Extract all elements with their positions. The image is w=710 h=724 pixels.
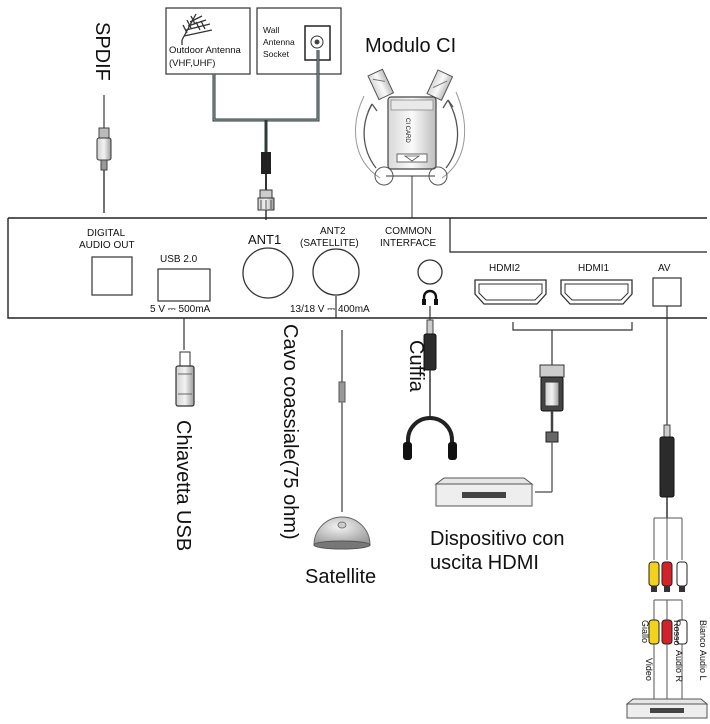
- headphone-port: [417, 259, 443, 285]
- rca-plugs-upper: [648, 561, 688, 592]
- outdoor-antenna-label: Outdoor Antenna: [169, 45, 242, 56]
- audio-l-label: Audio L: [698, 650, 708, 681]
- common-interface-label-1: COMMON: [385, 226, 432, 237]
- ci-card-label: CI CARD: [404, 118, 410, 143]
- ant2-port: [312, 248, 360, 296]
- chiavetta-usb-label: Chiavetta USB: [172, 420, 194, 551]
- spdif-label: SPDIF: [91, 22, 113, 81]
- av-port: [652, 277, 682, 307]
- usb-port: [157, 268, 211, 302]
- ci-module: Modulo CI CI CARD: [355, 35, 466, 218]
- hdmi1-label: HDMI1: [578, 263, 610, 274]
- hdmi-cable: [512, 322, 633, 493]
- outdoor-antenna: Outdoor Antenna (VHF,UHF): [165, 7, 251, 75]
- giallo-label: Giallo: [640, 620, 650, 643]
- wall-socket-label-1: Wall: [263, 25, 279, 35]
- antenna-cable: [212, 50, 320, 152]
- usb-stick: Chiavetta USB: [172, 318, 195, 551]
- digital-audio-out-label-2: AUDIO OUT: [79, 240, 135, 251]
- ant2-label-1: ANT2: [320, 226, 346, 237]
- hdmi-device: Dispositivo con uscita HDMI: [430, 477, 565, 574]
- satellite-dish: Satellite: [305, 516, 376, 588]
- rca-labels: Giallo Rosso Bianco Video Audio R Audio …: [640, 620, 708, 683]
- ant1-label: ANT1: [248, 232, 281, 247]
- usb-rating: 5 V ⎓ 500mA: [150, 304, 211, 315]
- common-interface-label-2: INTERFACE: [380, 238, 436, 249]
- usb-label: USB 2.0: [160, 254, 198, 265]
- dispositivo-label-1: Dispositivo con: [430, 528, 565, 550]
- cavo-coassiale-label: Cavo coassiale(75 ohm): [279, 324, 301, 540]
- wall-antenna-socket: Wall Antenna Socket: [256, 7, 342, 75]
- audio-r-label: Audio R: [674, 650, 684, 683]
- headphone-cable: Cuffia: [405, 306, 437, 420]
- ant2-rating: 13/18 V ⎓ 400mA: [290, 304, 370, 315]
- bianco-label: Bianco: [698, 620, 708, 648]
- av-label: AV: [658, 263, 671, 274]
- ant2-label-2: (SATELLITE): [300, 238, 359, 249]
- digital-audio-out-label-1: DIGITAL: [87, 228, 126, 239]
- antenna-icon: [181, 13, 213, 45]
- tv-rear-panel: DIGITAL AUDIO OUT USB 2.0 5 V ⎓ 500mA AN…: [7, 217, 707, 319]
- hdmi2-port: [474, 279, 547, 305]
- hdmi2-label: HDMI2: [489, 263, 521, 274]
- wall-socket-label-3: Socket: [263, 49, 290, 59]
- outdoor-antenna-band: (VHF,UHF): [169, 58, 215, 69]
- coax-cable: Cavo coassiale(75 ohm): [279, 296, 346, 540]
- video-label: Video: [644, 658, 654, 681]
- satellite-label: Satellite: [305, 566, 376, 588]
- spdif-cable: SPDIF: [91, 22, 113, 213]
- rosso-label: Rosso: [672, 620, 682, 646]
- headphones-icon: [403, 416, 457, 460]
- ant1-port: [242, 247, 294, 299]
- digital-audio-out-port: [91, 256, 133, 296]
- modulo-ci-label: Modulo CI: [365, 35, 456, 57]
- headphone-icon: [422, 289, 438, 305]
- wall-socket-label-2: Antenna: [263, 37, 295, 47]
- rca-cables-lower: [648, 599, 688, 700]
- cuffia-label: Cuffia: [405, 340, 427, 393]
- dispositivo-label-2: uscita HDMI: [430, 552, 539, 574]
- antenna-plug: [257, 152, 275, 220]
- hdmi1-port: [560, 279, 633, 305]
- av-device: [625, 698, 709, 719]
- av-cable: [653, 306, 683, 560]
